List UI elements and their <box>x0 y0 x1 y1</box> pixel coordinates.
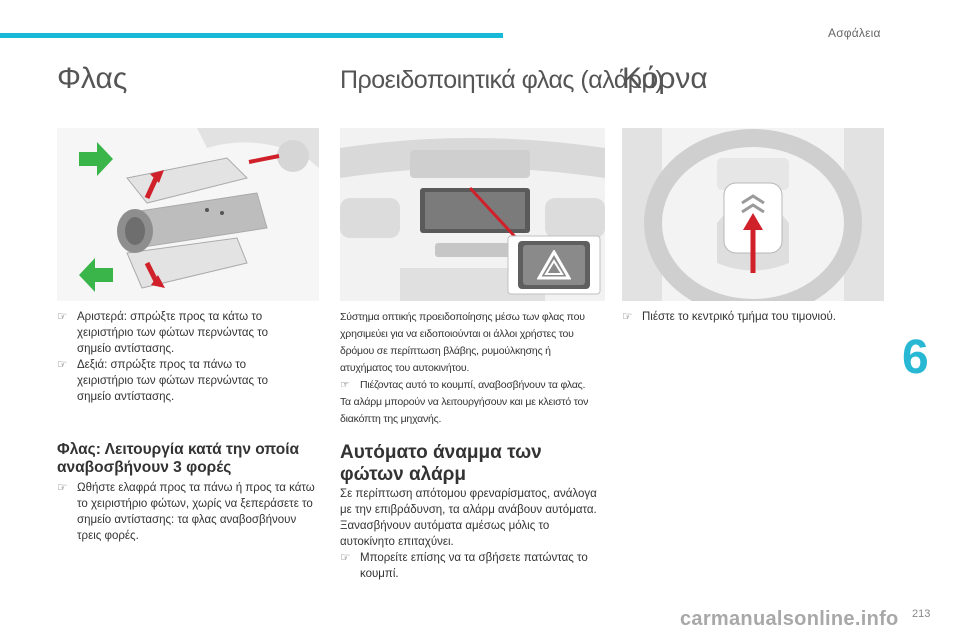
title-horn: Κόρνα <box>622 62 708 95</box>
stalk-figure <box>57 128 319 301</box>
list-item: ☞Ωθήστε ελαφρά προς τα πάνω ή προς τα κά… <box>57 482 315 542</box>
section-label: Ασφάλεια <box>828 26 881 40</box>
list-item: ☞Δεξιά: σπρώξτε προς τα πάνω το χειριστή… <box>57 359 269 403</box>
list-item: ☞Μπορείτε επίσης να τα σβήσετε πατώντας … <box>340 552 588 580</box>
pointing-finger-icon: ☞ <box>340 379 350 391</box>
col1-sub-bullets: ☞Ωθήστε ελαφρά προς τα πάνω ή προς τα κά… <box>57 480 319 544</box>
pointing-finger-icon: ☞ <box>57 311 68 323</box>
steering-illustration <box>622 128 884 301</box>
title-turn-signals: Φλας <box>57 62 128 95</box>
steering-figure <box>622 128 884 301</box>
col2-intro: Σύστημα οπτικής προειδοποίησης μέσω των … <box>340 309 605 428</box>
title-hazard-lights: Προειδοποιητικά φλας (αλάρμ) <box>340 66 664 94</box>
header-accent-bar <box>0 33 503 38</box>
pointing-finger-icon: ☞ <box>622 311 633 323</box>
page-number: 213 <box>912 608 931 620</box>
pointing-finger-icon: ☞ <box>57 482 68 494</box>
col3-bullets: ☞Πιέστε το κεντρικό τμήμα του τιμονιού. <box>622 309 884 325</box>
pointing-finger-icon: ☞ <box>57 359 68 371</box>
dashboard-figure <box>340 128 605 301</box>
list-item: ☞Πιέστε το κεντρικό τμήμα του τιμονιού. <box>622 311 836 323</box>
chapter-number: 6 <box>902 331 929 384</box>
list-item: ☞Πιέζοντας αυτό το κουμπί, αναβοσβήνουν … <box>340 377 605 394</box>
pointing-finger-icon: ☞ <box>340 552 351 564</box>
subtitle-triple-flash: Φλας: Λειτουργία κατά την οποία αναβοσβή… <box>57 441 300 476</box>
subtitle-auto-hazard: Αυτόματο άναμμα των φώτων αλάρμ <box>340 442 542 485</box>
list-item: ☞Αριστερά: σπρώξτε προς τα κάτω το χειρι… <box>57 311 269 355</box>
col1-bullets: ☞Αριστερά: σπρώξτε προς τα κάτω το χειρι… <box>57 309 302 405</box>
col2-auto-text: Σε περίπτωση απότομου φρεναρίσματος, ανά… <box>340 486 602 582</box>
green-arrow-down-icon <box>79 258 113 292</box>
chevron-logo-icon <box>741 194 765 214</box>
watermark: carmanualsonline.info <box>680 608 899 630</box>
green-arrow-up-icon <box>79 142 113 176</box>
hazard-triangle-icon <box>537 250 571 280</box>
